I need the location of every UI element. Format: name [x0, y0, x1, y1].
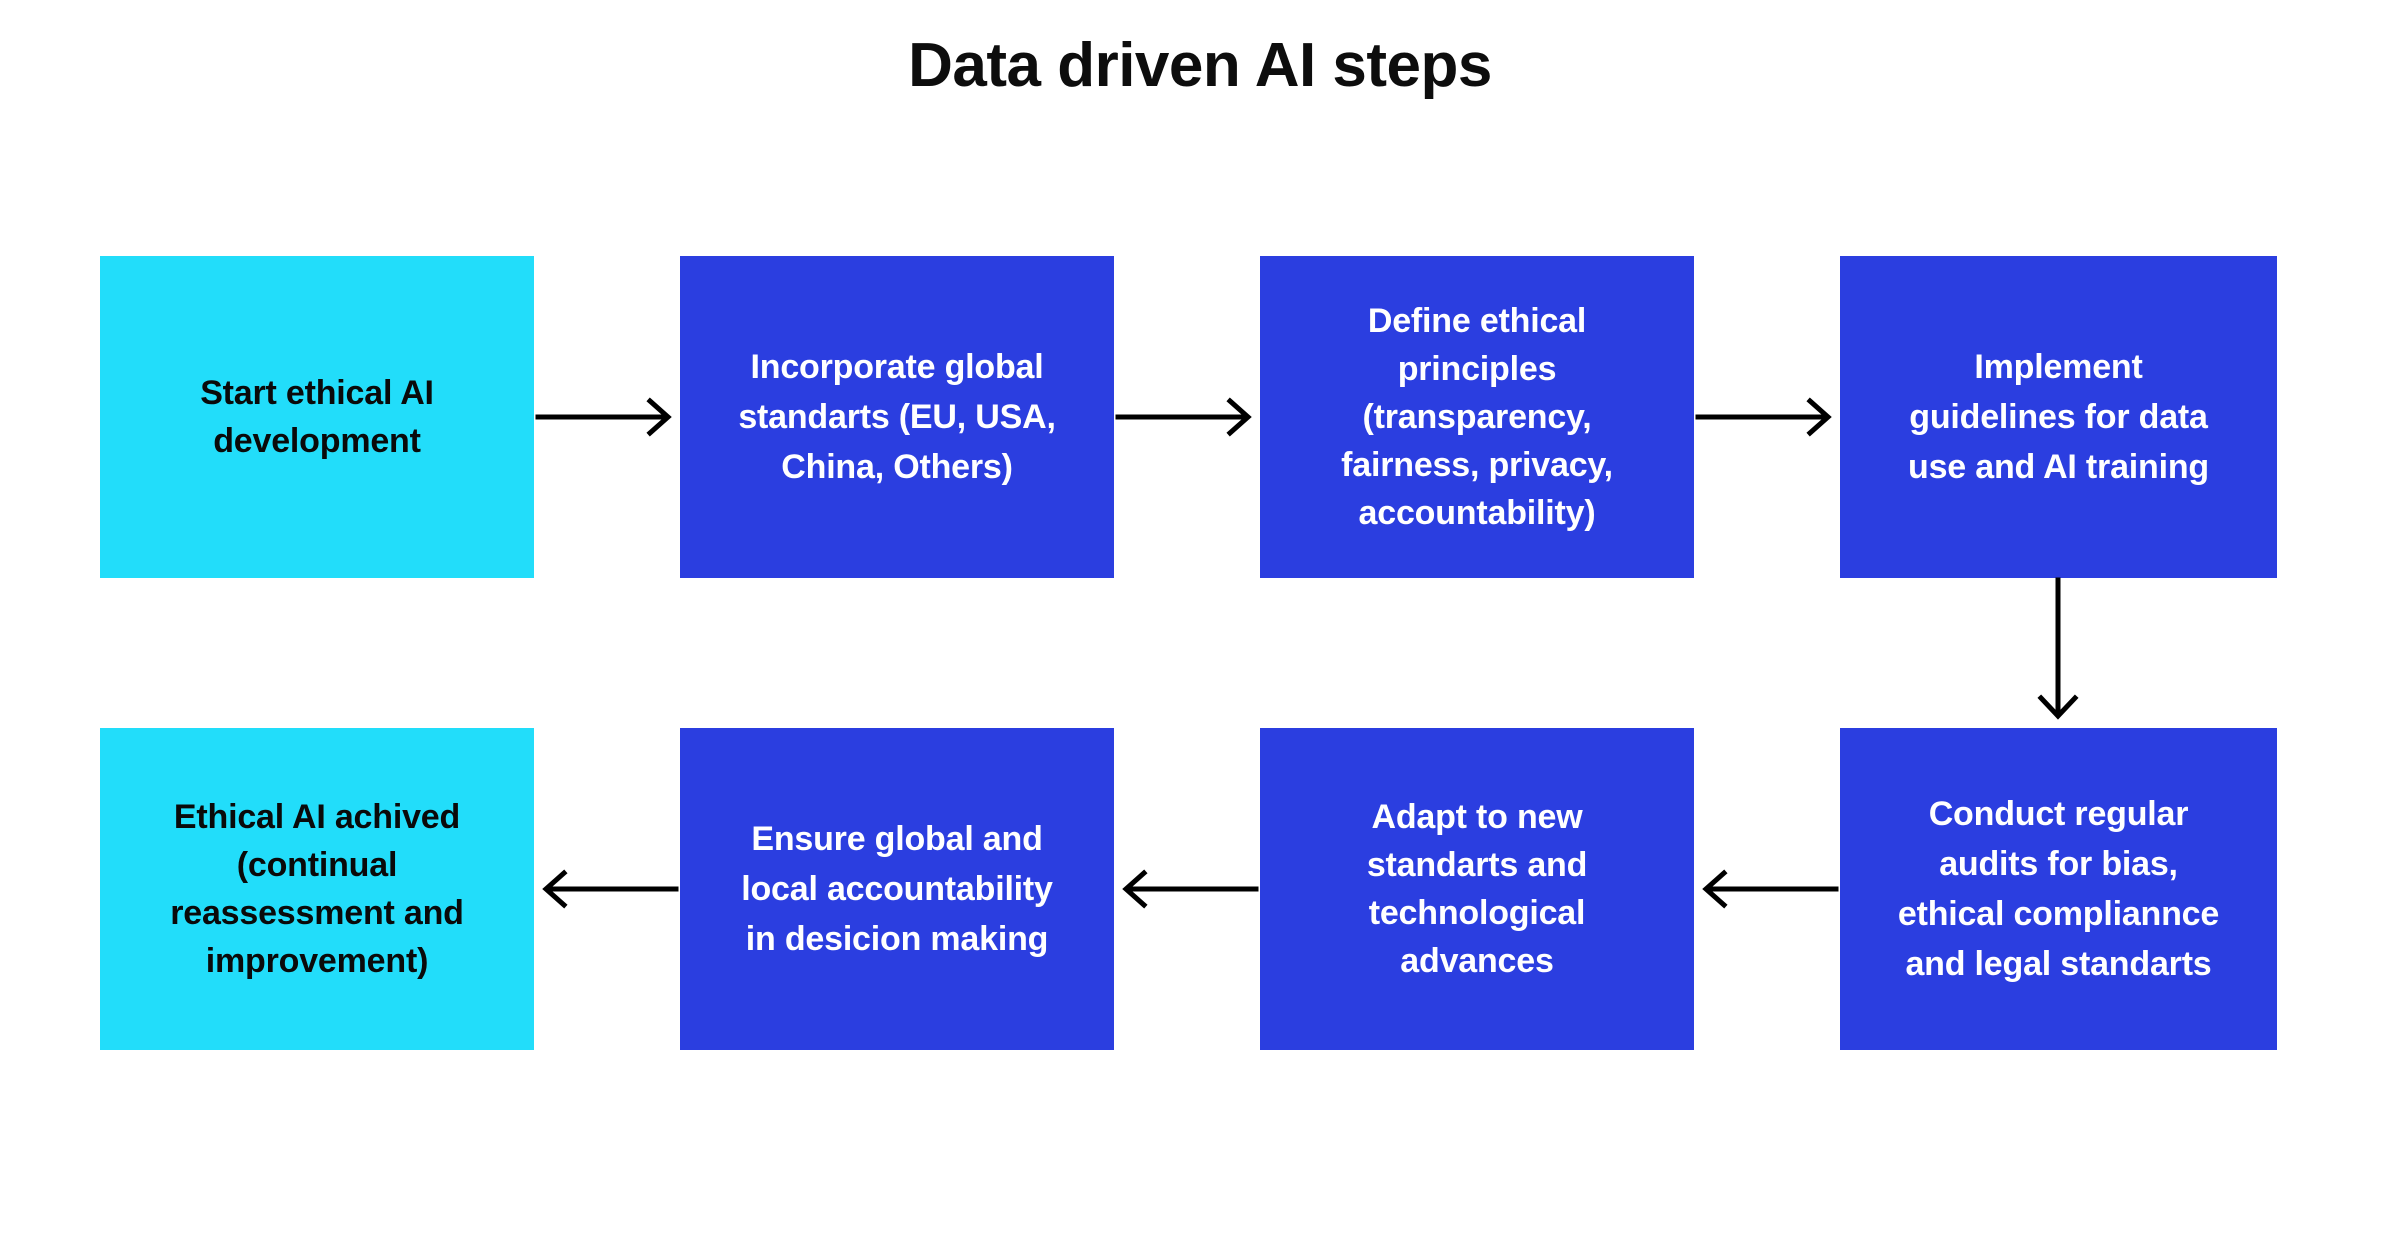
flow-node-label: Ethical AI achived (continual reassessme…	[170, 798, 464, 980]
flow-node-guidelines[interactable]: Implement guidelines for data use and AI…	[1840, 256, 2277, 578]
arrow-left-icon	[534, 859, 680, 919]
flow-node-adapt[interactable]: Adapt to new standarts and technological…	[1260, 728, 1694, 1050]
arrow-down-icon	[2028, 577, 2088, 728]
arrow-left-icon	[1114, 859, 1260, 919]
flow-node-label: Adapt to new standarts and technological…	[1366, 798, 1588, 980]
arrow-right-icon	[1114, 387, 1260, 447]
page-title: Data driven AI steps	[908, 31, 1492, 100]
flow-node-audits[interactable]: Conduct regular audits for bias, ethical…	[1840, 728, 2277, 1050]
arrow-right-icon	[534, 387, 680, 447]
arrow-right-icon	[1694, 387, 1840, 447]
flow-node-accountable[interactable]: Ensure global and local accountability i…	[680, 728, 1114, 1050]
flow-node-label: Start ethical AI development	[200, 374, 434, 460]
flow-node-label: Define ethical principles (transparency,…	[1341, 302, 1613, 532]
arrow-left-icon	[1694, 859, 1840, 919]
flow-node-principles[interactable]: Define ethical principles (transparency,…	[1260, 256, 1694, 578]
flow-node-start[interactable]: Start ethical AI development	[100, 256, 534, 578]
flow-node-label: Incorporate global standarts (EU, USA, C…	[738, 348, 1056, 486]
flow-node-label: Ensure global and local accountability i…	[741, 820, 1053, 958]
flow-node-achieved[interactable]: Ethical AI achived (continual reassessme…	[100, 728, 534, 1050]
flow-node-label: Conduct regular audits for bias, ethical…	[1897, 795, 2220, 983]
flow-node-label: Implement guidelines for data use and AI…	[1908, 348, 2209, 486]
flow-node-standards[interactable]: Incorporate global standarts (EU, USA, C…	[680, 256, 1114, 578]
